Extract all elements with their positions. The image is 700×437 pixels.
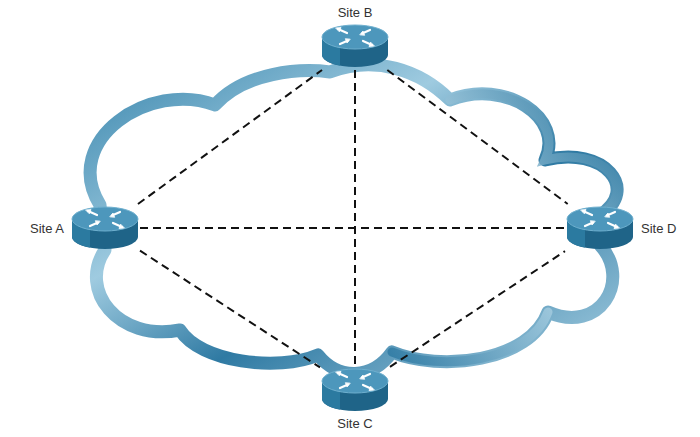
router-node: Site C	[320, 366, 390, 431]
dashed-link	[390, 251, 565, 367]
dashed-link	[140, 251, 320, 368]
site-label: Site D	[641, 221, 676, 236]
site-label: Site C	[337, 416, 372, 431]
dashed-link	[138, 70, 322, 204]
dashed-link	[354, 70, 356, 366]
cloud-outline	[90, 65, 617, 374]
router-node: Site D	[565, 204, 676, 252]
site-label: Site B	[338, 5, 373, 20]
router-icon	[320, 366, 390, 414]
router-node: Site B	[320, 5, 390, 70]
router-icon	[70, 204, 140, 252]
dashed-link	[140, 227, 565, 229]
router-icon	[320, 22, 390, 70]
dashed-link	[387, 70, 567, 204]
router-node: Site A	[30, 204, 140, 252]
router-icon	[565, 204, 635, 252]
site-label: Site A	[30, 221, 64, 236]
